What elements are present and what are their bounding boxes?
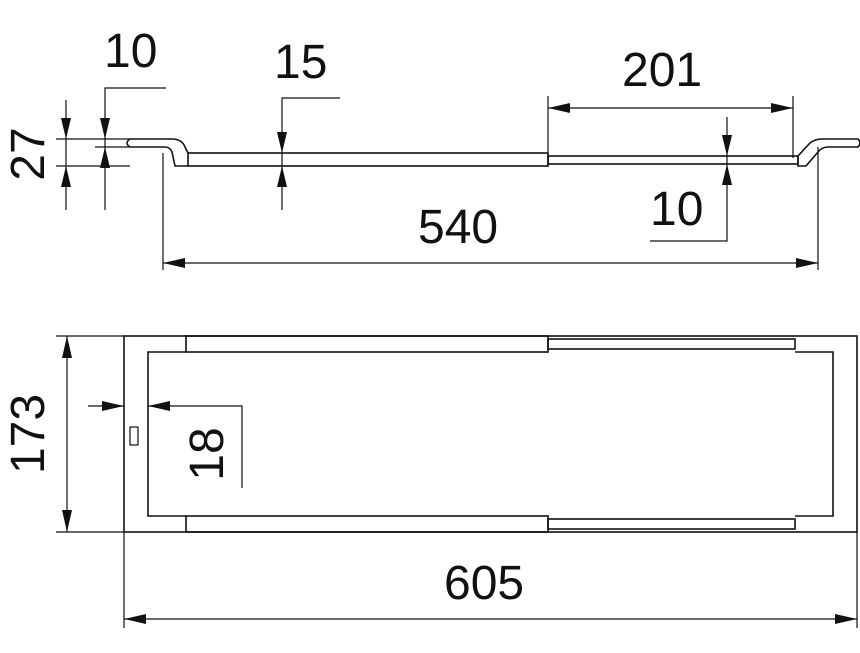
dim-15-label: 15 [274,36,327,89]
dim-173: 173 [2,335,124,533]
side-extension-rail [547,155,799,165]
top-rail-upper-fixed [185,335,549,353]
side-right-hook [797,138,860,167]
dim-605-label: 605 [444,557,524,610]
dim-10-end-label: 10 [104,25,157,78]
top-rail-lower-fixed [185,515,549,533]
dim-201: 201 [547,44,794,158]
dim-27-label: 27 [2,127,55,180]
side-fixed-rail [187,152,549,167]
side-left-hook [126,138,189,167]
top-slot [129,426,139,446]
top-rail-upper-extension [547,338,796,350]
top-inner-frame-left [147,351,186,517]
dim-18-label: 18 [181,427,234,480]
dim-27: 27 [2,100,130,210]
dim-173-label: 173 [2,394,55,474]
top-rail-lower-extension [547,518,796,530]
top-inner-frame-right [795,351,834,517]
dim-10-drop: 10 [650,117,732,242]
top-view: 173 18 605 [2,335,858,628]
dim-18: 18 [88,401,243,488]
dim-540: 540 [162,147,819,270]
side-view: 27 10 15 201 [2,25,860,270]
dim-10-drop-label: 10 [650,183,703,236]
dim-540-label: 540 [418,201,498,254]
dim-10-end: 10 [95,25,166,210]
dim-605: 605 [123,532,858,628]
dim-201-label: 201 [622,44,702,97]
dim-15: 15 [274,36,340,210]
